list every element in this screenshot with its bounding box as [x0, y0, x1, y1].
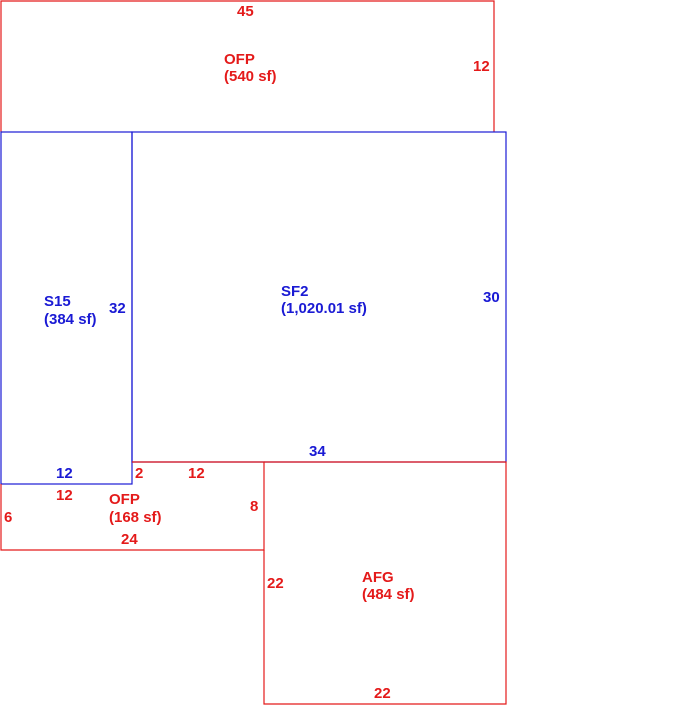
dim-ofp-bottom-top-short: 2 — [135, 465, 143, 482]
dim-sf2-right: 30 — [483, 289, 500, 306]
dim-s15-right: 32 — [109, 300, 126, 317]
dim-ofp-top-top: 45 — [237, 3, 254, 20]
sf2-code: SF2 — [281, 283, 309, 300]
afg-area: (484 sf) — [362, 586, 415, 603]
s15-code: S15 — [44, 293, 71, 310]
dim-ofp-bottom-left: 6 — [4, 509, 12, 526]
dim-afg-bottom: 22 — [374, 685, 391, 702]
dim-ofp-bottom-right: 8 — [250, 498, 258, 515]
dim-s15-bottom: 12 — [56, 465, 73, 482]
ofp-top-area: (540 sf) — [224, 68, 277, 85]
afg-code: AFG — [362, 569, 394, 586]
sf2-outline — [131, 131, 507, 463]
dim-sf2-bottom: 34 — [309, 443, 326, 460]
ofp-top-outline — [0, 0, 495, 132]
afg-outline — [263, 461, 507, 705]
s15-area: (384 sf) — [44, 311, 97, 328]
ofp-bottom-code: OFP — [109, 491, 140, 508]
dim-afg-left: 22 — [267, 575, 284, 592]
sf2-area: (1,020.01 sf) — [281, 300, 367, 317]
dim-ofp-bottom-bottom: 24 — [121, 531, 138, 548]
ofp-bottom-area: (168 sf) — [109, 509, 162, 526]
ofp-top-code: OFP — [224, 51, 255, 68]
dim-ofp-bottom-top-left: 12 — [56, 487, 73, 504]
dim-ofp-bottom-top-right: 12 — [188, 465, 205, 482]
dim-ofp-top-right: 12 — [473, 58, 490, 75]
